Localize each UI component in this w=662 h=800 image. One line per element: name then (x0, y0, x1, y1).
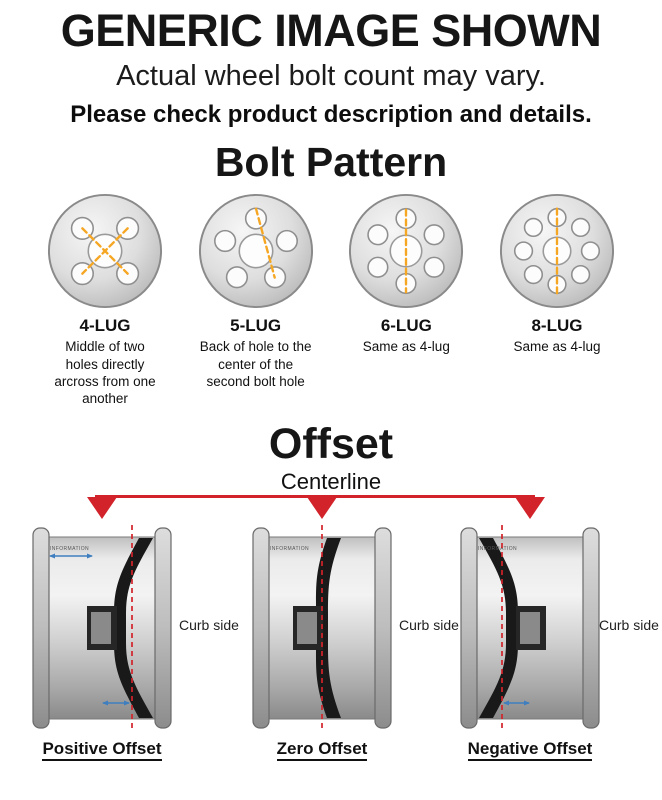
lug-caption: 8-LUG Same as 4-lug (501, 310, 613, 355)
lug-description: Same as 4-lug (362, 339, 450, 355)
centerline-label: Centerline (280, 468, 382, 494)
offset-section: Offset Centerline INFORMATION (0, 419, 662, 771)
bolt-pattern-section: Bolt Pattern (0, 141, 662, 407)
page-title: GENERIC IMAGE SHOWN (60, 5, 602, 56)
lug-5-diagram (198, 194, 313, 309)
bolt-holes (70, 217, 140, 286)
lug-caption: 4-LUG Middle of two holes directly arcro… (49, 310, 161, 407)
bolt-pattern-heading: Bolt Pattern (214, 139, 448, 186)
lug-figure-5: 5-LUG Back of hole to the center of the … (181, 192, 331, 407)
offset-arrow (503, 700, 530, 706)
rim-watermark-text: INFORMATION (50, 546, 89, 552)
rim-watermark-text: INFORMATION (478, 546, 517, 552)
offset-wheels-row: INFORMATION (0, 521, 662, 771)
lug-label: 5-LUG (230, 316, 282, 336)
rim-watermark-text: INFORMATION (270, 546, 309, 552)
rim-flange-right (154, 527, 172, 729)
wheel-disc (479, 537, 518, 718)
lug-4-diagram (47, 194, 163, 309)
centerline-bar (95, 494, 535, 498)
wheel-disc (114, 537, 153, 718)
zero-offset-label: Zero Offset (249, 738, 395, 761)
centerline-marker-icon (307, 496, 337, 519)
lug-figure-8: 8-LUG Same as 4-lug (482, 192, 632, 407)
lug-label: 4-LUG (79, 316, 131, 336)
header: GENERIC IMAGE SHOWN Actual wheel bolt co… (0, 5, 662, 129)
lug-caption: 6-LUG Same as 4-lug (350, 310, 462, 355)
lug-figure-4: 4-LUG Middle of two holes directly arcro… (30, 192, 180, 407)
rim-width-arrow (49, 553, 93, 559)
negative-offset-label: Negative Offset (457, 738, 603, 761)
rim-flange-left (252, 527, 270, 729)
lug-label: 6-LUG (380, 316, 432, 336)
rim-flange-left (460, 527, 478, 729)
lug-6-diagram (349, 194, 464, 309)
lug-caption: 5-LUG Back of hole to the center of the … (200, 310, 312, 390)
centerline-marker-icon (87, 496, 117, 519)
offset-heading: Offset (268, 419, 394, 468)
centerline-assembly (0, 494, 662, 521)
bolt-measure-line (254, 207, 276, 280)
lug-figure-6: 6-LUG Same as 4-lug (331, 192, 481, 407)
bolt-pattern-row: 4-LUG Middle of two holes directly arcro… (0, 188, 662, 407)
lug-description: Middle of two holes directly arcross fro… (54, 339, 156, 407)
rim-flange-right (374, 527, 392, 729)
subtitle: Actual wheel bolt count may vary. (116, 60, 546, 93)
zero-offset-wheel-diagram: INFORMATION (252, 524, 392, 731)
positive-offset-wheel-diagram: INFORMATION (32, 524, 172, 731)
lug-description: Same as 4-lug (513, 339, 601, 355)
curb-side-label: Curb side (399, 616, 459, 633)
curb-side-label: Curb side (179, 616, 239, 633)
negative-offset-wheel-diagram: INFORMATION (460, 524, 600, 731)
bolt-holes (513, 208, 601, 295)
hub-center (297, 611, 317, 644)
centerline-marker-icon (515, 496, 545, 519)
bolt-holes (213, 207, 298, 289)
offset-arrow (102, 700, 130, 706)
positive-offset-label: Positive Offset (29, 738, 175, 761)
hub-center (91, 611, 111, 644)
lug-description: Back of hole to the center of the second… (199, 339, 312, 389)
lug-label: 8-LUG (531, 316, 583, 336)
bolt-measure-line (81, 227, 129, 276)
rim-flange-right (582, 527, 600, 729)
lug-8-diagram (499, 194, 615, 309)
rim-flange-left (32, 527, 50, 729)
curb-side-label: Curb side (599, 616, 659, 633)
hub-center (520, 611, 540, 644)
note-text: Please check product description and det… (70, 101, 592, 129)
